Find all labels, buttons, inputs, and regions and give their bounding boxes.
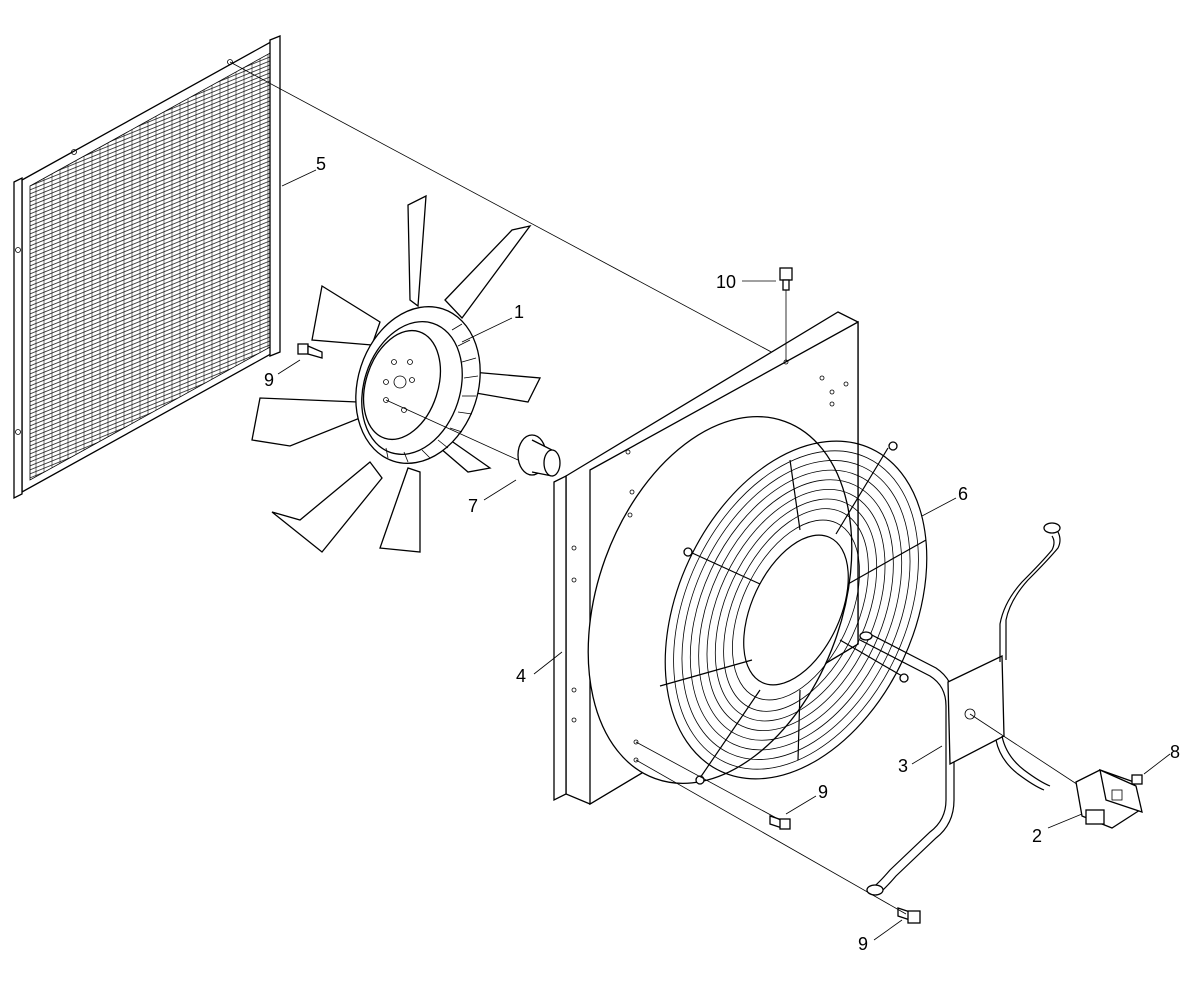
bolt-9-upper [297,343,323,359]
callout-labels: 1 2 3 4 5 6 7 8 9 9 9 10 [264,154,1180,954]
callout-9-middle: 9 [818,782,828,802]
actuator [1075,768,1143,829]
alignment-line [229,61,791,363]
callout-2: 2 [1032,826,1042,846]
callout-7: 7 [468,496,478,516]
callout-10: 10 [716,272,736,292]
bolt-9-middle [769,815,791,830]
callout-6: 6 [958,484,968,504]
bolt-8 [1131,774,1143,785]
fan-axis-line [385,399,541,471]
screen-panel [13,35,281,500]
bolt-line-a [635,741,781,821]
bracket [859,522,1061,896]
fan-assembly [251,194,542,553]
shroud [553,311,859,806]
bolt-10 [779,267,793,362]
callout-9-upper: 9 [264,370,274,390]
callout-9-lower: 9 [858,934,868,954]
fan-ring-ribs [385,323,479,463]
bolt-line-b [635,759,907,915]
leader-lines [277,169,1171,941]
callout-3: 3 [898,756,908,776]
callout-1: 1 [514,302,524,322]
callout-8: 8 [1170,742,1180,762]
spacer [517,434,561,477]
callout-5: 5 [316,154,326,174]
callout-4: 4 [516,666,526,686]
